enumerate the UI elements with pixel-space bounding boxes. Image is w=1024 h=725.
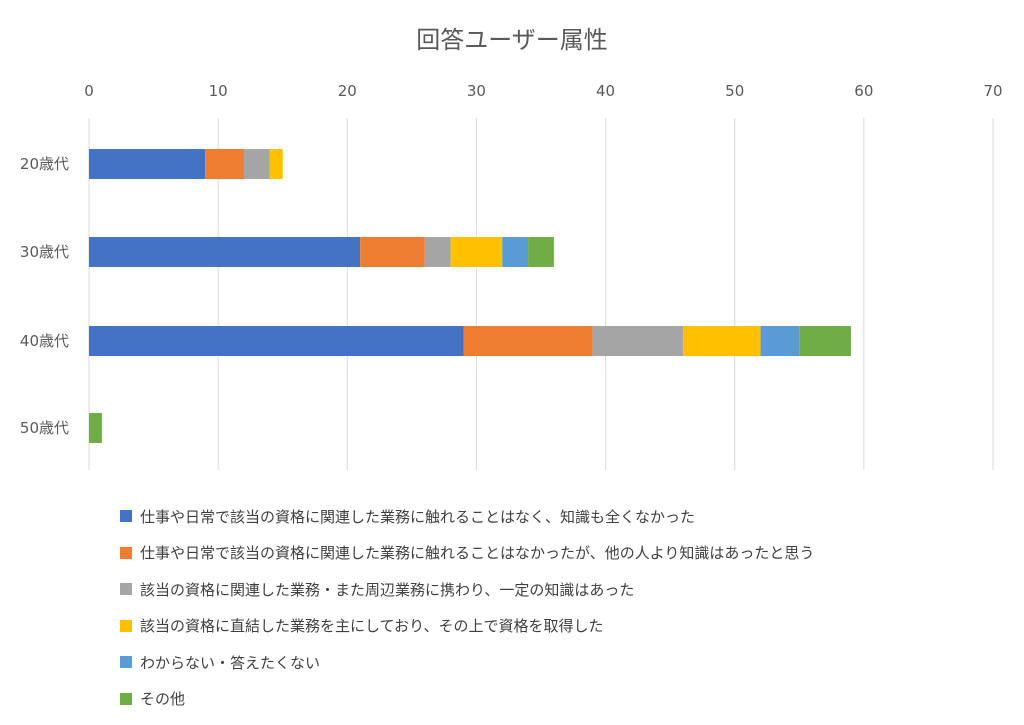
bar-segment [243,149,270,179]
x-axis-ticks: 0 10 20 30 40 50 60 70 [84,82,1002,100]
x-tick-label: 0 [84,82,94,100]
legend-label: その他 [140,690,186,709]
bar-segment [269,149,283,179]
legend-swatch [120,619,132,632]
x-tick-label: 60 [854,82,873,100]
bar-segment [360,237,425,267]
y-category-label: 40歳代 [20,332,69,350]
bar-segment [528,237,554,267]
legend-item: 仕事や日常で該当の資格に関連した業務に触れることはなかったが、他の人より知識はあ… [120,535,814,572]
bar-segment [450,237,503,267]
y-category-label: 20歳代 [20,155,69,173]
bar-segment [89,326,464,356]
legend-item: 該当の資格に直結した業務を主にしており、その上で資格を取得した [120,608,814,645]
x-tick-label: 30 [467,82,486,100]
y-category-label: 50歳代 [20,419,69,437]
legend-label: 該当の資格に直結した業務を主にしており、その上で資格を取得した [140,617,604,636]
legend: 仕事や日常で該当の資格に関連した業務に触れることはなく、知識も全くなかった仕事や… [120,498,814,717]
bar-segment [424,237,451,267]
bar-segment [89,413,102,443]
x-tick-label: 70 [983,82,1002,100]
legend-swatch [120,583,132,596]
bar-segment [760,326,800,356]
legend-label: わからない・答えたくない [140,653,321,672]
x-tick-label: 20 [338,82,357,100]
chart-title: 回答ユーザー属性 [416,26,608,54]
bar-segment [205,149,244,179]
bar-segment [89,149,206,179]
y-axis-categories: 20歳代 30歳代 40歳代 50歳代 [20,155,69,437]
legend-swatch [120,546,132,559]
legend-swatch [120,510,132,523]
legend-label: 仕事や日常で該当の資格に関連した業務に触れることはなかったが、他の人より知識はあ… [140,544,815,563]
legend-swatch [120,656,132,669]
y-category-label: 30歳代 [20,243,69,261]
bar-segment [592,326,684,356]
bar-segment [683,326,761,356]
legend-item: 仕事や日常で該当の資格に関連した業務に触れることはなく、知識も全くなかった [120,498,814,535]
x-tick-label: 50 [725,82,744,100]
legend-swatch [120,692,132,705]
legend-label: 仕事や日常で該当の資格に関連した業務に触れることはなく、知識も全くなかった [140,507,696,526]
bar-segment [799,326,851,356]
bar-segment [463,326,593,356]
legend-label: 該当の資格に関連した業務・また周辺業務に携わり、一定の知識はあった [140,580,635,599]
legend-item: その他 [120,681,814,718]
x-tick-label: 40 [596,82,615,100]
legend-item: わからない・答えたくない [120,644,814,681]
bars [89,149,851,443]
bar-segment [89,237,361,267]
bar-segment [502,237,529,267]
x-tick-label: 10 [209,82,228,100]
legend-item: 該当の資格に関連した業務・また周辺業務に携わり、一定の知識はあった [120,571,814,608]
